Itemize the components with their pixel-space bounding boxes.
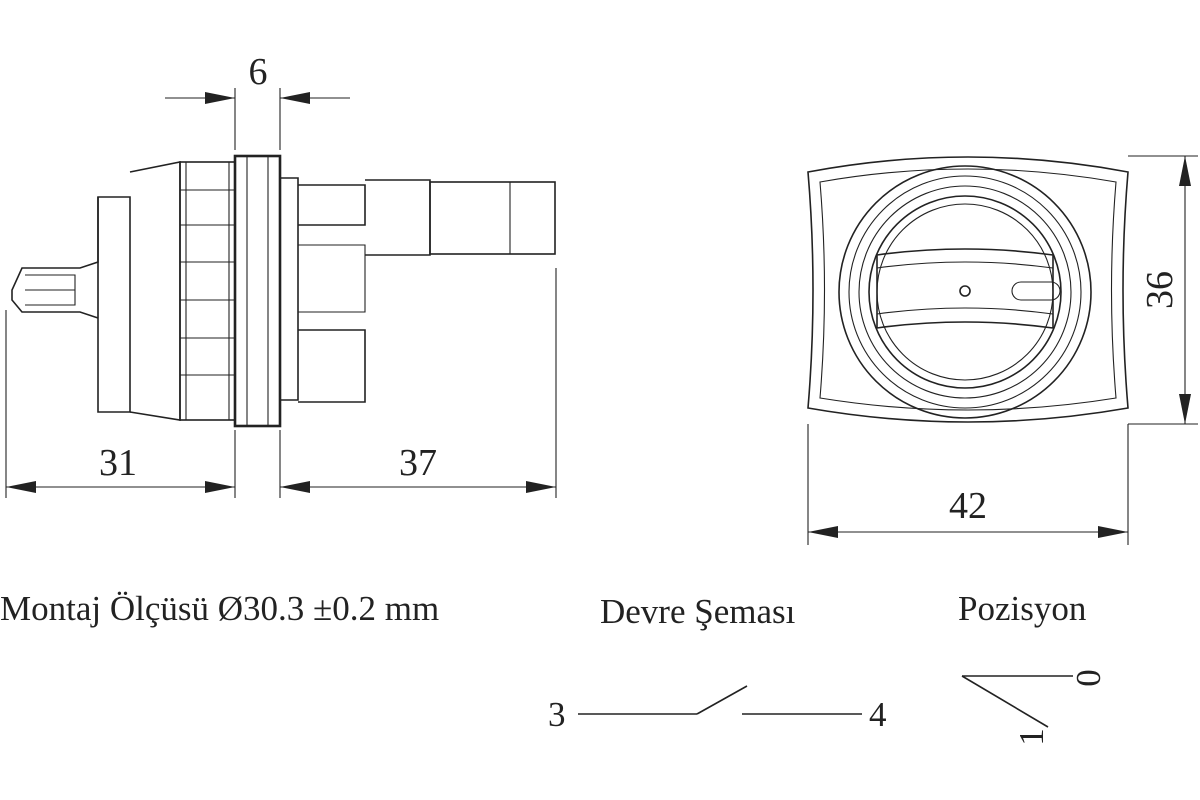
position-1-label: 1	[1012, 728, 1051, 746]
circuit-diagram: 3 4	[548, 685, 887, 734]
dim-height: 36	[1128, 155, 1198, 425]
side-view	[11, 154, 556, 428]
dim-front: 37	[279, 268, 557, 498]
dim-label-31: 31	[99, 442, 137, 484]
dim-rear: 31	[5, 310, 236, 498]
dim-label-6: 6	[249, 51, 268, 93]
front-view	[807, 156, 1129, 423]
dim-label-42: 42	[949, 485, 987, 527]
dim-width: 42	[807, 424, 1129, 545]
dim-label-36: 36	[1139, 271, 1181, 309]
position-caption: Pozisyon	[958, 589, 1086, 628]
position-0-label: 0	[1069, 669, 1108, 687]
position-diagram: 0 1	[961, 669, 1108, 746]
circuit-caption: Devre Şeması	[600, 592, 796, 631]
mounting-caption: Montaj Ölçüsü Ø30.3 ±0.2 mm	[0, 589, 439, 628]
terminal-3-label: 3	[548, 695, 566, 734]
dim-label-37: 37	[399, 442, 437, 484]
dim-flange: 6	[165, 51, 350, 150]
terminal-4-label: 4	[869, 695, 887, 734]
